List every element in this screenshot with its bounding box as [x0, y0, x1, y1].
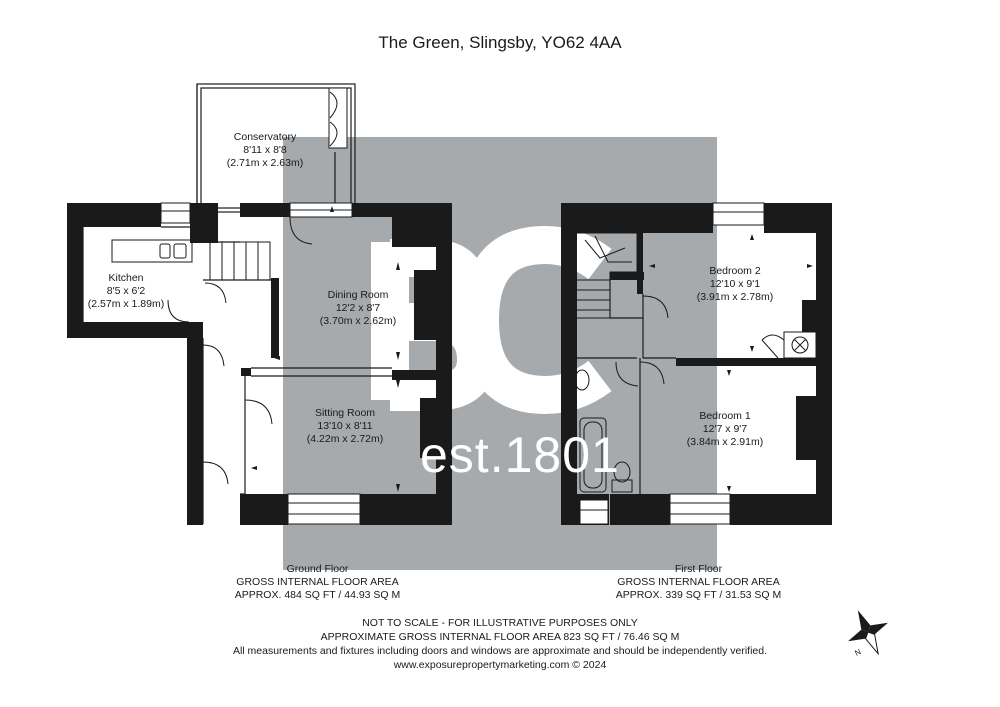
room-label-conservatory: Conservatory 8'11 x 8'8 (2.71m x 2.63m)	[226, 131, 304, 169]
bathroom-fittings	[574, 369, 633, 493]
first-floor-dimension-arrows	[649, 234, 813, 492]
room-label-bedroom-1: Bedroom 1 12'7 x 9'7 (3.84m x 2.91m)	[686, 410, 764, 448]
ground-floor-plan	[67, 83, 452, 525]
footer-disclaimer: All measurements and fixtures including …	[232, 645, 768, 657]
ground-floor-stairs	[209, 241, 271, 281]
room-label-kitchen: Kitchen 8'5 x 6'2 (2.57m x 1.89m)	[87, 272, 165, 310]
footer-credit: www.exposurepropertymarketing.com © 2024	[393, 659, 607, 671]
ground-floor-windows	[160, 202, 361, 525]
ground-floor-area: Ground Floor GROSS INTERNAL FLOOR AREA A…	[234, 563, 401, 601]
footer-scale-note: NOT TO SCALE - FOR ILLUSTRATIVE PURPOSES…	[362, 617, 638, 629]
first-floor-plan	[561, 202, 832, 525]
conservatory-doors	[328, 87, 348, 149]
room-label-bedroom-2: Bedroom 2 12'10 x 9'1 (3.91m x 2.78m)	[696, 265, 774, 303]
first-floor-doors	[615, 295, 785, 387]
first-floor-walls	[561, 203, 832, 525]
ground-floor-doors	[167, 216, 313, 485]
ground-floor-partitions	[82, 226, 392, 524]
compass-icon	[848, 610, 888, 656]
watermark-established: est.1801	[420, 427, 620, 483]
footer-total-area: APPROXIMATE GROSS INTERNAL FLOOR AREA 82…	[320, 631, 680, 643]
room-label-sitting-room: Sitting Room 13'10 x 8'11 (4.22m x 2.72m…	[306, 407, 384, 445]
ground-floor-dimension-arrows	[251, 206, 400, 492]
first-floor-windows	[579, 202, 765, 525]
ground-floor-walls	[67, 203, 452, 525]
first-floor-area: First Floor GROSS INTERNAL FLOOR AREA AP…	[615, 563, 782, 601]
first-floor-stairs	[577, 232, 638, 319]
page-title: The Green, Slingsby, YO62 4AA	[378, 33, 622, 52]
cylinder-icon	[783, 331, 817, 359]
room-label-dining-room: Dining Room 12'2 x 8'7 (3.70m x 2.62m)	[319, 289, 397, 327]
kitchen-fittings	[111, 239, 193, 263]
